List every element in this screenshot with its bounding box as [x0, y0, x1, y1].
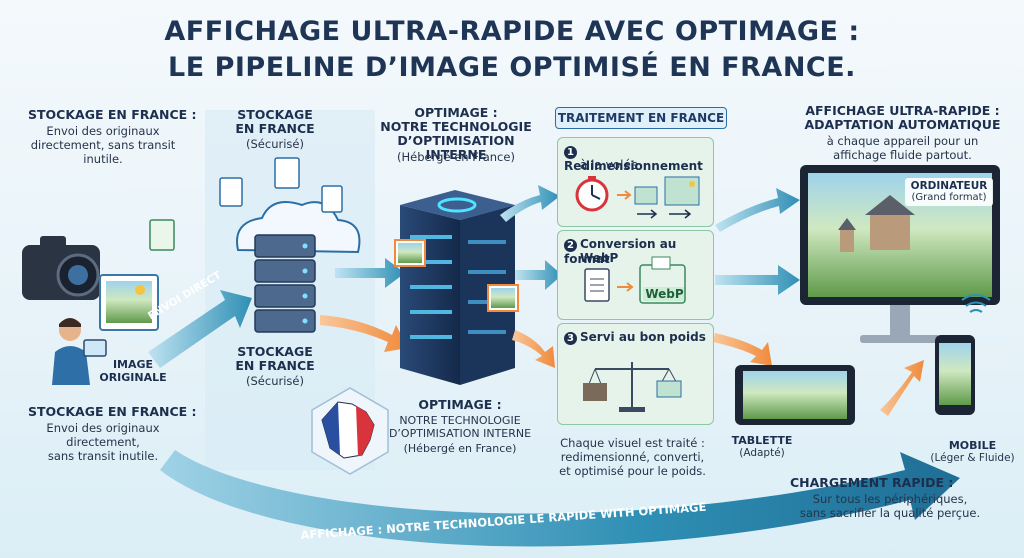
- title-line-2: Le pipeline d’image optimisé en France.: [168, 52, 856, 83]
- orange-flow-arrow: [713, 333, 772, 366]
- wifi-icon: [961, 294, 991, 313]
- stopwatch-icon: [575, 176, 609, 212]
- optimage-bottom-title: OPTIMAGE :: [418, 397, 502, 412]
- storage-server-icon: [254, 234, 316, 333]
- mobile-label: MOBILE (Léger & Fluide): [930, 439, 1015, 464]
- flow-arrow: [715, 188, 800, 232]
- tablet-label: TABLETTE (Adapté): [731, 434, 793, 459]
- tablet-icon: [735, 365, 855, 425]
- left-bottom-heading: Stockage en France :: [28, 404, 197, 419]
- desktop-label: ORDINATEUR (Grand format): [905, 178, 993, 206]
- orange-flow-arrow: [320, 315, 408, 352]
- title-line-1: Affichage ultra-rapide avec OptImage :: [164, 16, 860, 47]
- resize-images-icon: [617, 176, 700, 219]
- loading-body: Sur tous les périphériques,sans sacrifie…: [799, 492, 981, 520]
- orange-flow-arrow: [512, 330, 555, 368]
- original-photo-icon: [99, 274, 159, 331]
- step-icons: [575, 176, 700, 412]
- step-1-title: 1Redimensionnement: [564, 146, 703, 173]
- france-map-icon: [311, 387, 389, 475]
- image-file-icon: [274, 157, 300, 189]
- storage-bottom-note: (Sécurisé): [246, 374, 304, 388]
- display-heading: Affichage ultra-rapide :Adaptation autom…: [804, 103, 1001, 132]
- optimage-bottom-note: (Hébergé en France): [403, 442, 517, 455]
- bottom-flow-arrow: [160, 450, 960, 547]
- processing-badge: TRAITEMENT EN FRANCE: [555, 107, 727, 129]
- left-top-heading: Stockage en France :: [28, 107, 197, 122]
- camera-icon: [22, 236, 100, 300]
- webp-label: WebP: [643, 287, 686, 301]
- processing-caption: Chaque visuel est traité :redimensionné,…: [559, 436, 706, 478]
- loading-heading: Chargement rapide :: [790, 475, 954, 490]
- step-2-subtitle: WebP: [580, 251, 619, 265]
- flow-arrow: [500, 185, 560, 222]
- file-icon: [219, 177, 243, 207]
- optimage-top-note: (Hébergé en France): [397, 150, 515, 164]
- file-icon: [321, 185, 343, 213]
- balance-scale-icon: [583, 362, 682, 412]
- storage-top-note: (Sécurisé): [246, 137, 304, 151]
- mobile-phone-icon: [935, 335, 975, 415]
- envoi-direct-arrow: [148, 290, 252, 368]
- flow-arrow: [515, 260, 562, 290]
- document-icon: [584, 268, 634, 302]
- optimage-server-icon: [394, 190, 519, 385]
- webp-file-icon: [639, 256, 686, 304]
- orange-flow-arrow: [880, 360, 924, 416]
- person-icon: [52, 318, 107, 385]
- file-icon: [149, 219, 175, 251]
- flow-arrow: [715, 265, 800, 295]
- step-1-subtitle: à la volée: [580, 158, 639, 172]
- flow-arrow: [335, 258, 405, 288]
